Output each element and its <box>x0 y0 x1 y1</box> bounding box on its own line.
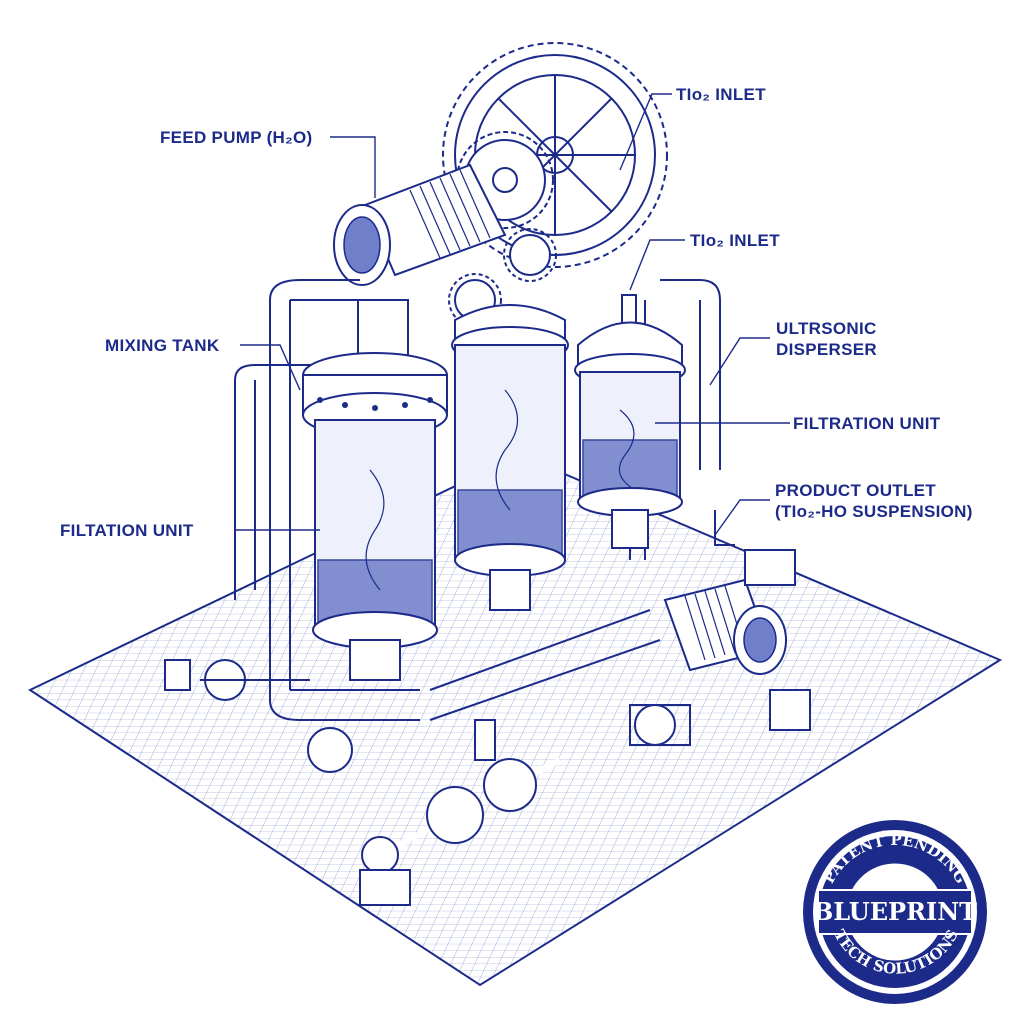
label-product-outlet-line1: PRODUCT OUTLET <box>775 481 936 500</box>
left-tank <box>302 299 448 681</box>
outlet-pump-motor <box>663 549 796 675</box>
label-tio2-inlet-top: TIo₂ INLET <box>676 85 766 104</box>
leader-lines <box>235 93 790 536</box>
patent-seal: PATENT PENDING TECH SOLUTIONS BLUEPRINT <box>803 820 987 1004</box>
label-filtation-left: FILTATION UNIT <box>60 521 194 540</box>
label-filtration-right: FILTRATION UNIT <box>793 414 941 433</box>
left-valve <box>164 659 353 773</box>
label-ultrasonic-disperser: ULTRSONIC DISPERSER <box>776 318 877 360</box>
label-product-outlet: PRODUCT OUTLET (TIo₂-HO SUSPENSION) <box>775 480 973 522</box>
label-mixing-tank: MIXING TANK <box>105 336 220 355</box>
right-valve <box>629 510 811 746</box>
label-ultrasonic-line2: DISPERSER <box>776 340 877 359</box>
middle-tank <box>451 304 569 611</box>
label-feed-pump: FEED PUMP (H₂O) <box>160 128 313 147</box>
valve-assembly <box>359 719 562 906</box>
feed-pump-motor <box>333 163 507 286</box>
label-tio2-inlet-mid: TIo₂ INLET <box>690 231 780 250</box>
seal-center-text: BLUEPRINT <box>813 897 977 926</box>
label-product-outlet-line2: (TIo₂-HO SUSPENSION) <box>775 502 973 521</box>
label-ultrasonic-line1: ULTRSONIC <box>776 319 877 338</box>
right-tank <box>574 294 686 549</box>
